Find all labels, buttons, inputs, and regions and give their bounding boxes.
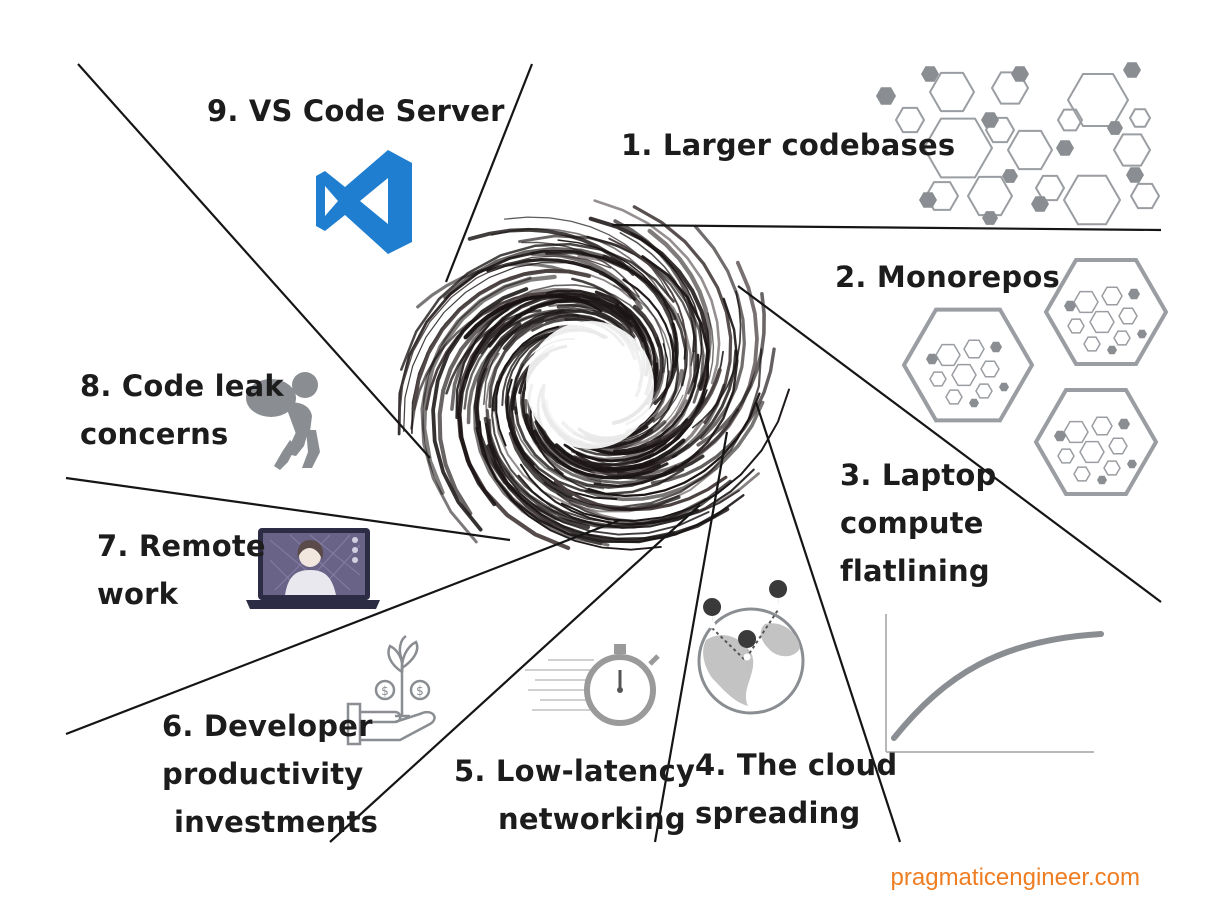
divider-line — [754, 401, 902, 843]
divider-line — [444, 63, 534, 283]
video-call-laptop-icon — [246, 528, 380, 609]
thief-with-sack-icon — [246, 372, 320, 470]
divider-line — [737, 285, 1162, 603]
monorepo-hexagons-icon — [901, 258, 1169, 496]
reason-1-label: 1. Larger codebases — [621, 128, 956, 162]
svg-text:$: $ — [381, 684, 389, 698]
divider-line — [65, 476, 511, 542]
source-credit: pragmaticengineer.com — [890, 864, 1140, 891]
divider-line — [329, 504, 701, 843]
divider-line — [77, 63, 431, 459]
hexagons-icon — [876, 62, 1161, 226]
vscode-logo-icon — [316, 150, 412, 254]
divider-line — [653, 431, 729, 843]
svg-text:$: $ — [416, 684, 424, 698]
money-plant-hand-icon: $ $ — [346, 634, 436, 746]
reason-2-label: 2. Monorepos — [835, 260, 1060, 294]
divider-line — [65, 518, 621, 736]
reason-9-label: 9. VS Code Server — [207, 94, 505, 128]
stopwatch-icon — [525, 644, 660, 726]
swirl-vortex — [397, 199, 790, 551]
growth-curve-icon — [885, 614, 1104, 753]
globe-pins-icon — [697, 580, 805, 715]
divider-lines — [65, 63, 1162, 843]
divider-line — [611, 223, 1162, 232]
